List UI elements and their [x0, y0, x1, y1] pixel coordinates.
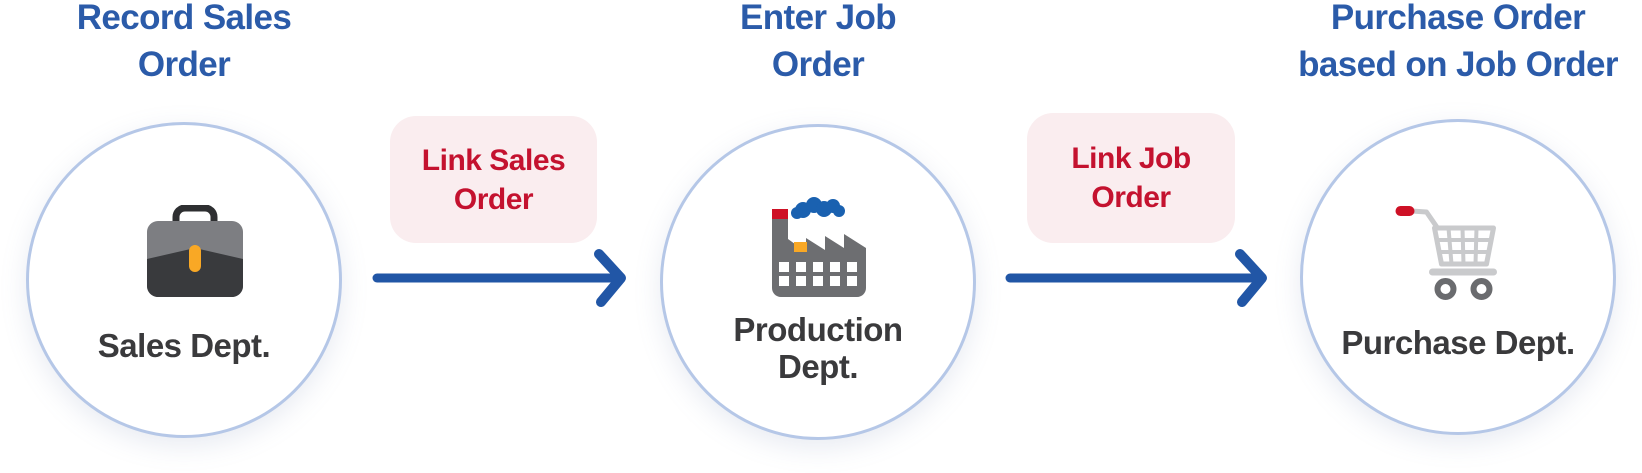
stage-title-line: Order: [771, 45, 865, 84]
link-job-order-badge: Link Job Order: [1027, 113, 1235, 243]
dept-label-line: Sales Dept.: [97, 327, 271, 364]
briefcase-icon: [147, 205, 243, 297]
dept-label-production: Production Dept.: [663, 311, 973, 385]
badge-label-line: Link Sales: [421, 143, 566, 177]
arrow-right-icon: [372, 249, 626, 307]
stage-title-line: Purchase Order: [1330, 0, 1586, 37]
stage-title-enter-job-order: Enter Job Order: [638, 0, 998, 88]
stage-title-record-sales-order: Record Sales Order: [4, 0, 364, 88]
stage-circle-sales: Sales Dept.: [26, 122, 342, 438]
stage-circle-production: Production Dept.: [660, 124, 976, 440]
badge-label-line: Order: [453, 182, 534, 216]
arrow-right-icon: [1005, 249, 1267, 307]
badge-label-line: Order: [1091, 181, 1171, 214]
dept-label-line: Purchase Dept.: [1341, 324, 1575, 361]
cart-icon: [1395, 206, 1497, 300]
stage-title-line: based on Job Order: [1298, 45, 1618, 84]
dept-label-purchase: Purchase Dept.: [1303, 324, 1613, 361]
link-sales-order-badge: Link Sales Order: [390, 116, 597, 243]
stage-title-line: Order: [137, 45, 231, 84]
dept-label-line: Production: [733, 311, 903, 348]
stage-title-line: Enter Job: [739, 0, 897, 37]
dept-label-sales: Sales Dept.: [29, 327, 339, 364]
badge-label-line: Link Job: [1071, 142, 1191, 175]
dept-label-line: Dept.: [778, 348, 859, 385]
factory-icon: [772, 197, 866, 297]
stage-title-line: Record Sales: [76, 0, 292, 37]
stage-circle-purchase: Purchase Dept.: [1300, 119, 1616, 435]
stage-title-purchase-order: Purchase Order based on Job Order: [1228, 0, 1642, 88]
